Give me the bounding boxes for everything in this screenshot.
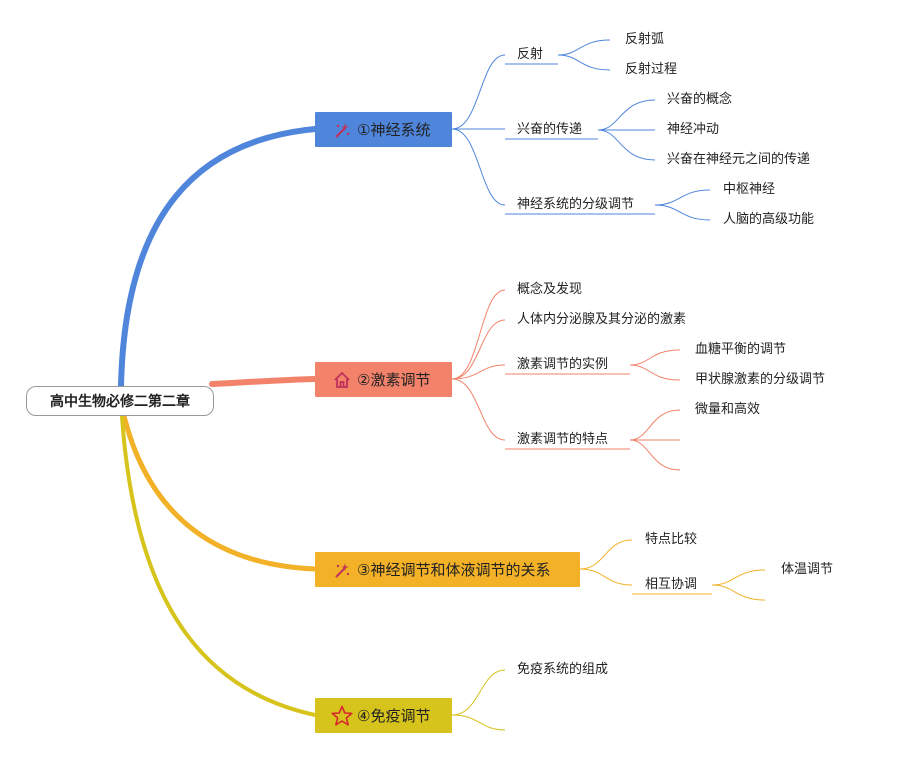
branch-immune-regulation[interactable]: ④免疫调节: [315, 698, 452, 733]
topic-endocrine-glands[interactable]: 人体内分泌腺及其分泌的激素: [517, 312, 687, 327]
connector-root-b1: [118, 126, 318, 389]
b3-connectors: [579, 539, 766, 601]
topic-interneuron-transmission[interactable]: 兴奋在神经元之间的传递: [667, 152, 811, 167]
topic-trace-efficient[interactable]: 微量和高效: [695, 402, 761, 417]
topic-body-temperature[interactable]: 体温调节: [781, 562, 834, 577]
star-icon: [331, 705, 353, 727]
topic-immune-system-composition[interactable]: 免疫系统的组成: [517, 662, 609, 677]
connector-root-b3: [121, 413, 318, 572]
branch-label: ④免疫调节: [357, 707, 431, 725]
topic-excitation-concept[interactable]: 兴奋的概念: [667, 92, 733, 107]
house-icon: [331, 369, 353, 391]
connector-root-b2: [209, 376, 318, 387]
topic-excitation-transmission[interactable]: 兴奋的传递: [517, 122, 583, 137]
topic-thyroid-hormone[interactable]: 甲状腺激素的分级调节: [695, 372, 826, 387]
topic-concept-discovery[interactable]: 概念及发现: [517, 282, 583, 297]
topic-feature-comparison[interactable]: 特点比较: [645, 532, 698, 547]
topic-hierarchical-regulation[interactable]: 神经系统的分级调节: [517, 197, 635, 212]
branch-neural-humoral-relation[interactable]: ③神经调节和体液调节的关系: [315, 552, 580, 587]
sparkle-icon: [331, 119, 353, 141]
branch-label: ①神经系统: [357, 121, 431, 139]
branch-hormone-regulation[interactable]: ②激素调节: [315, 362, 452, 397]
topic-hormone-examples[interactable]: 激素调节的实例: [517, 357, 609, 372]
topic-central-nervous[interactable]: 中枢神经: [723, 182, 776, 197]
topic-reflex[interactable]: 反射: [517, 47, 544, 62]
branch-label: ②激素调节: [357, 371, 431, 389]
topic-mutual-coordination[interactable]: 相互协调: [645, 577, 698, 592]
b2-connectors: [451, 289, 681, 471]
connector-root-b4: [120, 415, 317, 717]
topic-brain-higher-functions[interactable]: 人脑的高级功能: [723, 212, 815, 227]
topic-reflex-arc[interactable]: 反射弧: [625, 32, 665, 47]
branch-label: ③神经调节和体液调节的关系: [357, 561, 551, 579]
branch-nervous-system[interactable]: ①神经系统: [315, 112, 452, 147]
root-title: 高中生物必修二第二章: [50, 394, 190, 410]
sparkle-icon: [331, 559, 353, 581]
topic-reflex-process[interactable]: 反射过程: [625, 62, 678, 77]
b1-connectors: [451, 39, 711, 221]
b4-connectors: [451, 669, 506, 731]
topic-hormone-features[interactable]: 激素调节的特点: [517, 432, 609, 447]
root-topic[interactable]: 高中生物必修二第二章: [26, 386, 214, 416]
topic-nerve-impulse[interactable]: 神经冲动: [667, 122, 720, 137]
topic-blood-sugar[interactable]: 血糖平衡的调节: [695, 342, 787, 357]
